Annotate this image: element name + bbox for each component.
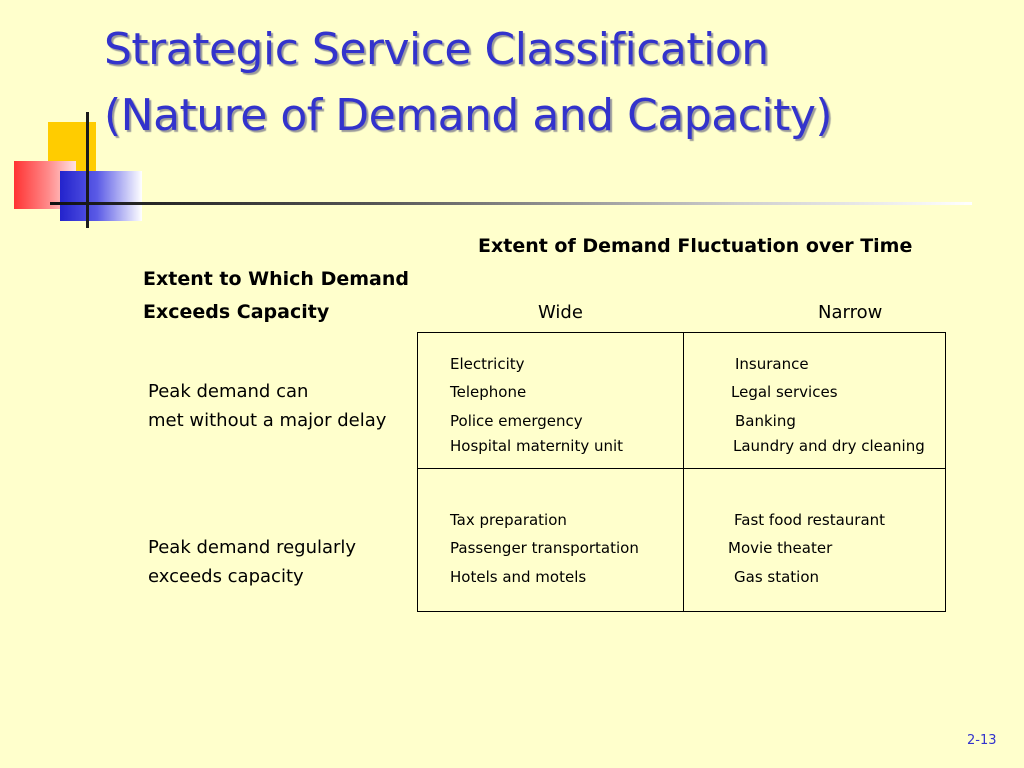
row-2-label-line-1: Peak demand regularly [148,537,357,558]
cell-item: Legal services [731,383,838,401]
row-1-label-line-2: met without a major delay [148,410,387,431]
slide-title-line-1: Strategic Service Classification [104,24,769,75]
matrix-horizontal-divider [417,468,946,469]
cell-item: Gas station [734,568,820,586]
title-divider-line [50,202,972,205]
cell-item: Banking [735,412,796,430]
cell-item: Passenger transportation [450,539,639,557]
matrix-vertical-divider [683,332,684,612]
decorative-blue-square [60,171,142,221]
cell-item: Fast food restaurant [734,511,886,529]
cell-item: Tax preparation [450,511,567,529]
cell-item: Telephone [450,383,527,401]
row-axis-heading-line-1: Extent to Which Demand [143,268,409,290]
cell-item: Laundry and dry cleaning [733,437,925,455]
cell-item: Hospital maternity unit [450,437,624,455]
row-axis-heading-line-2: Exceeds Capacity [143,301,330,323]
slide-title-line-2: (Nature of Demand and Capacity) [104,90,833,141]
cell-item: Electricity [450,355,525,373]
slide-page-number: 2-13 [967,733,997,748]
decorative-vertical-line [86,112,89,228]
cell-item: Hotels and motels [450,568,587,586]
classification-matrix [417,332,946,612]
cell-item: Police emergency [450,412,583,430]
row-1-label-line-1: Peak demand can [148,381,309,402]
column-axis-heading: Extent of Demand Fluctuation over Time [478,235,913,257]
cell-item: Movie theater [728,539,833,557]
cell-item: Insurance [735,355,809,373]
column-header-wide: Wide [538,302,583,323]
column-header-narrow: Narrow [818,302,883,323]
row-2-label-line-2: exceeds capacity [148,566,304,587]
